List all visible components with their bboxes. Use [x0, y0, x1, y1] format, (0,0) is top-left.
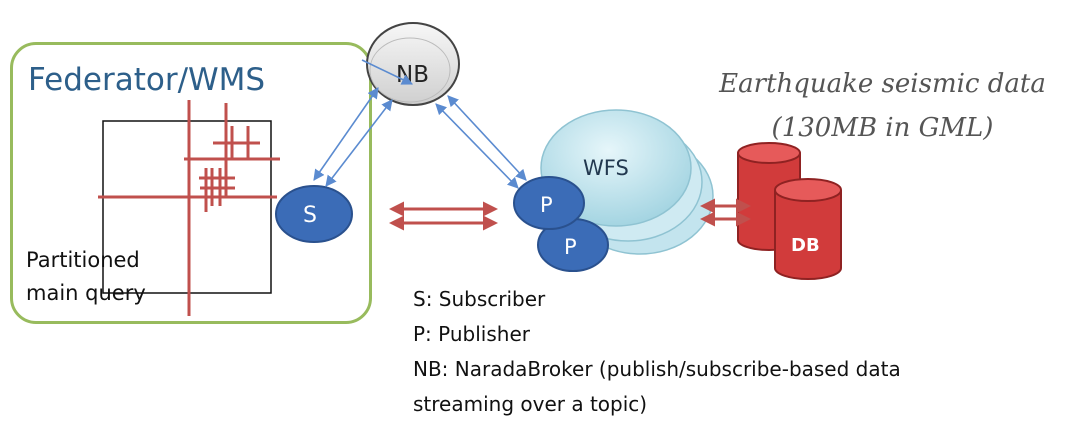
publisher-back-label: P [564, 235, 577, 259]
nb-subscriber-link-a [313, 87, 379, 181]
publisher-front-label: P [540, 193, 553, 217]
query-extent-box [102, 120, 272, 294]
legend-subscriber: S: Subscriber [413, 287, 546, 311]
nb-publisher-link-a [447, 95, 527, 181]
db-label: DB [791, 235, 820, 256]
dataset-caption-line2: (130MB in GML) [771, 113, 994, 143]
dataset-caption-line1: Earthquake seismic data [719, 69, 1046, 99]
federator-nb-link [361, 59, 414, 85]
dataset-caption: Earthquake seismic data (130MB in GML) [690, 62, 1073, 150]
publisher-back-node: P [537, 218, 609, 272]
wfs-label: WFS [583, 156, 629, 180]
legend: S: Subscriber P: Publisher NB: NaradaBro… [413, 282, 901, 422]
data-stream-arrows [389, 198, 751, 231]
partition-lines [98, 100, 280, 316]
federator-title: Federator/WMS [28, 62, 266, 98]
nb-subscriber-link-b [325, 99, 393, 187]
subscriber-label: S [303, 203, 317, 228]
nb-links [313, 59, 527, 189]
partition-label-line1: Partitioned [26, 248, 140, 272]
partitioned-query-map [98, 100, 280, 316]
partition-label-line2: main query [26, 281, 146, 305]
partition-label: Partitioned main query [26, 244, 146, 310]
legend-naradabroker: NB: NaradaBroker (publish/subscribe-base… [413, 357, 901, 381]
db-node: DB [737, 142, 842, 280]
nb-publisher-link-b [435, 103, 519, 189]
nb-label: NB [396, 62, 429, 88]
nb-node: NB [366, 22, 460, 106]
legend-naradabroker-cont: streaming over a topic) [413, 392, 648, 416]
subscriber-node: S [275, 185, 353, 243]
legend-publisher: P: Publisher [413, 322, 530, 346]
publisher-front-node: P [513, 176, 585, 230]
